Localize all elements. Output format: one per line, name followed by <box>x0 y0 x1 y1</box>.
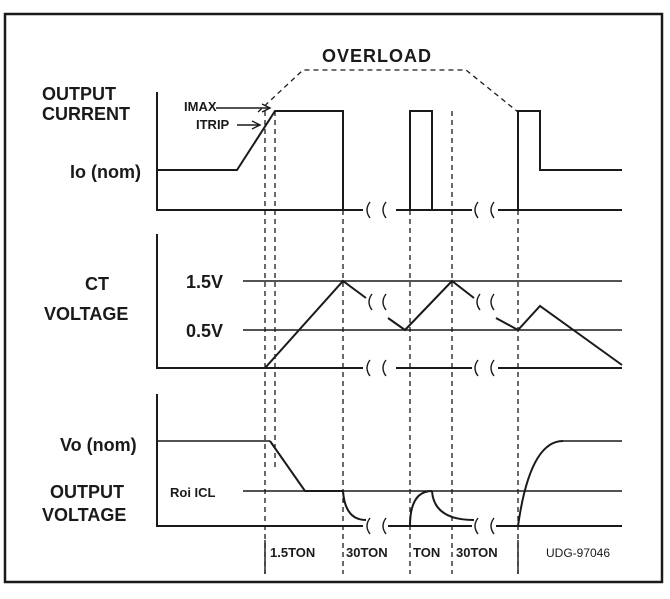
ct-break-upper-1 <box>368 293 387 311</box>
roi-icl-label: Roi ICL <box>170 485 216 500</box>
voltage-break-1 <box>366 517 387 535</box>
vo-nom-label: Vo (nom) <box>60 435 137 455</box>
current-axis <box>156 92 622 211</box>
itrip-label: ITRIP <box>196 117 230 132</box>
current-break-1 <box>366 201 387 219</box>
output-voltage-label-line2: VOLTAGE <box>42 505 126 525</box>
interval-label-2: 30TON <box>346 545 388 560</box>
output-current-label-line1: OUTPUT <box>42 84 116 104</box>
ct-break-lower-1 <box>366 359 387 377</box>
itrip-arrowhead <box>251 120 262 130</box>
output-voltage-trace <box>269 440 564 527</box>
current-break-2 <box>474 201 495 219</box>
io-nom-label: Io (nom) <box>70 162 141 182</box>
ct-label: CT <box>85 274 109 294</box>
v05-label: 0.5V <box>186 321 223 341</box>
overload-envelope <box>257 69 519 113</box>
interval-label-4: 30TON <box>456 545 498 560</box>
imax-label: IMAX <box>184 99 217 114</box>
overload-label: OVERLOAD <box>322 46 432 66</box>
imax-arrowhead <box>261 103 272 113</box>
diagram-frame <box>3 12 664 584</box>
v15-label: 1.5V <box>186 272 223 292</box>
interval-label-3: TON <box>413 545 440 560</box>
ct-voltage-label: VOLTAGE <box>44 304 128 324</box>
interval-label-1: 1.5TON <box>270 545 315 560</box>
output-current-label-line2: CURRENT <box>42 104 130 124</box>
output-voltage-label-line1: OUTPUT <box>50 482 124 502</box>
ct-break-lower-2 <box>474 359 495 377</box>
voltage-break-2 <box>474 517 495 535</box>
ct-voltage-trace <box>157 279 623 369</box>
figure-id-label: UDG-97046 <box>546 546 610 560</box>
ct-break-upper-2 <box>476 293 495 311</box>
ct-axis <box>156 234 622 369</box>
voltage-axis <box>156 394 622 527</box>
